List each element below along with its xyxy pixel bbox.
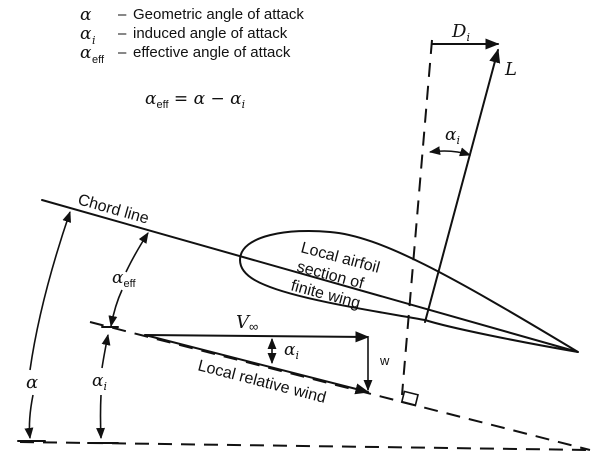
alpha-i-left-arc-upper (101, 333, 111, 369)
induced-drag-label: Di (451, 21, 470, 44)
legend-item-alpha-eff: α eff – effective angle of attack (80, 43, 291, 66)
legend-symbol: α (80, 24, 92, 44)
legend-dash: – (118, 44, 127, 61)
induced-drag-subscript: i (466, 31, 470, 44)
alpha-i-left-subscript: i (103, 380, 107, 393)
lift-vector (424, 48, 501, 323)
airfoil-label: Local airfoil section of finite wing (289, 239, 382, 312)
equation: αeff = α − αi (145, 89, 245, 111)
alpha-i-left-label: αi (92, 371, 107, 393)
freestream-velocity-vector (144, 331, 370, 343)
legend-dash: – (118, 6, 127, 23)
alpha-i-left-arc-lower (96, 394, 106, 440)
alpha-label: α (26, 372, 38, 393)
alpha-i-top-subscript: i (456, 134, 460, 147)
legend-dash: – (118, 25, 127, 42)
legend-text: induced angle of attack (133, 25, 288, 42)
equation-rhs: = α − α (169, 89, 243, 109)
legend-text: effective angle of attack (133, 44, 291, 61)
v-inf-symbol: V (236, 312, 251, 333)
relative-wind-dashed-line (89, 321, 591, 451)
legend-symbol: α (80, 5, 92, 25)
alpha-i-top-label: αi (445, 125, 460, 147)
alpha-i-top-arc (428, 146, 472, 157)
alpha-eff-arc-lower (108, 289, 123, 328)
alpha-arc-lower (24, 394, 34, 440)
alpha-eff-arc-upper (125, 232, 149, 273)
v-inf-label: V∞ (236, 312, 258, 334)
legend-item-alpha: α – Geometric angle of attack (80, 5, 304, 25)
alpha-i-top-symbol: α (445, 125, 457, 145)
chord-line (41, 199, 579, 353)
right-angle-marker (400, 390, 419, 407)
chord-line-label: Chord line (76, 191, 151, 227)
lift-label: L (504, 59, 517, 80)
alpha-i-triangle-symbol: α (284, 340, 296, 360)
alpha-eff-subscript: eff (123, 278, 136, 290)
equation-lhs-subscript: eff (156, 99, 169, 111)
legend-text: Geometric angle of attack (133, 6, 304, 23)
alpha-eff-symbol: α (112, 268, 124, 288)
equation-rhs-subscript: i (242, 98, 246, 111)
alpha-eff-label: αeff (112, 268, 136, 290)
legend-subscript: eff (92, 54, 105, 66)
v-inf-subscript: ∞ (249, 319, 258, 334)
downwash-label: w (379, 353, 390, 368)
alpha-arc-upper (29, 210, 71, 371)
alpha-i-triangle-label: αi (284, 340, 299, 362)
induced-drag-symbol: D (451, 21, 467, 42)
legend: α – Geometric angle of attack α i – indu… (80, 5, 304, 111)
alpha-i-triangle-subscript: i (295, 349, 299, 362)
legend-subscript: i (92, 34, 96, 47)
legend-item-alpha-i: α i – induced angle of attack (80, 24, 288, 47)
airfoil-shape (238, 229, 579, 353)
alpha-i-left-symbol: α (92, 371, 104, 391)
local-relative-wind-vector (144, 334, 370, 395)
legend-symbol: α (80, 43, 92, 63)
equation-lhs: α (145, 89, 157, 109)
perpendicular-dashed-line (401, 39, 433, 396)
